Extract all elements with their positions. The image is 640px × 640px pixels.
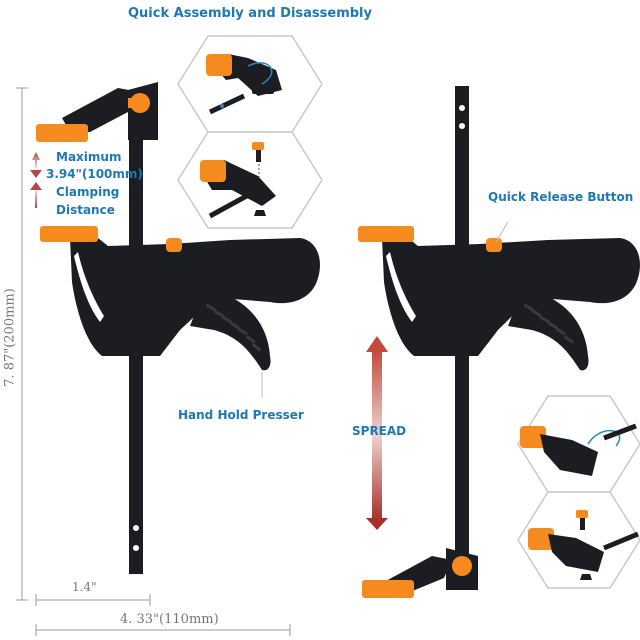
- right-clamp: [358, 86, 640, 598]
- max-clamp-label-line2: 3.94"(100mm): [46, 167, 143, 181]
- width-total-dimension-label: 4. 33"(110mm): [120, 612, 219, 627]
- left-clamp: [36, 82, 320, 574]
- hexagon-inset-bottom-1: [517, 395, 640, 493]
- left-moving-pad: [40, 226, 98, 242]
- max-clamp-label-line1: Maximum: [56, 150, 122, 164]
- left-trigger: [190, 294, 271, 371]
- left-top-pad: [36, 124, 88, 142]
- spread-arrow: [366, 336, 388, 530]
- spread-label: SPREAD: [352, 424, 407, 438]
- height-dimension-label: 7. 87"(200mm): [2, 288, 18, 387]
- quick-release-label: Quick Release Button: [488, 190, 634, 204]
- right-trigger: [508, 294, 589, 371]
- left-clamp-body: [70, 238, 320, 356]
- right-moving-pad: [358, 226, 414, 242]
- hand-hold-label: Hand Hold Presser: [178, 408, 304, 422]
- right-clamp-body: [382, 238, 640, 356]
- right-bottom-knob: [452, 556, 472, 576]
- hexagon-inset-top-1: [177, 35, 323, 133]
- width-small-dimension-label: 1.4": [72, 580, 97, 594]
- clamping-distance-arrows: [30, 152, 42, 208]
- right-release-button: [486, 238, 502, 252]
- hexagon-inset-bottom-2: [517, 491, 640, 589]
- dimension-lines: [16, 87, 509, 636]
- max-clamp-label-line4: Distance: [56, 203, 115, 217]
- left-release-button: [166, 238, 182, 252]
- quick-assembly-label: Quick Assembly and Disassembly: [128, 6, 372, 21]
- right-bottom-pad: [362, 580, 414, 598]
- hexagon-inset-top-2: [177, 131, 323, 229]
- max-clamp-label-line3: Clamping: [56, 185, 120, 199]
